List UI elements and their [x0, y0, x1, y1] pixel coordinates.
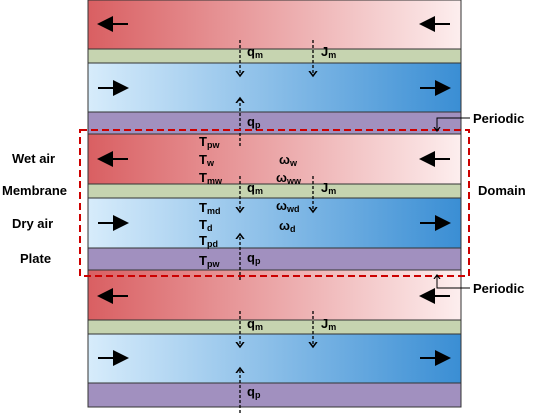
- wet-air-channel-3: [87, 269, 462, 321]
- qp-label: qp: [247, 384, 261, 400]
- membrane-layer-2: [87, 183, 462, 199]
- membrane-layer-1: [87, 48, 462, 64]
- domain-label: Domain: [478, 183, 526, 198]
- wet-air-channel-2: [87, 133, 462, 185]
- tpw-label: Tpw: [199, 134, 220, 150]
- flux-arrows: [240, 40, 313, 413]
- omega-wd-label: ωwd: [276, 198, 300, 214]
- periodic-top-pointer: [437, 117, 470, 131]
- plate-label: Plate: [20, 251, 52, 266]
- domain-boundary: [79, 129, 470, 277]
- td-label: Td: [199, 217, 213, 233]
- dry-air-channel-1: [87, 62, 462, 113]
- tmd-label: Tmd: [199, 200, 221, 216]
- jm-label: Jm: [321, 44, 337, 60]
- qm-label: qm: [247, 316, 263, 332]
- qm-label: qm: [247, 180, 263, 196]
- plate-layer-2: [87, 247, 462, 271]
- qp-label: qp: [247, 114, 261, 130]
- dry-air-channel-3: [87, 333, 462, 384]
- periodic-bottom-label: Periodic: [473, 281, 525, 296]
- omega-ww-label: ωww: [276, 170, 301, 186]
- jm-label: Jm: [321, 180, 337, 196]
- tw-label: Tw: [199, 152, 214, 168]
- tpd-label: Tpd: [199, 233, 218, 249]
- omega-d-label: ωd: [279, 218, 296, 234]
- qm-label: qm: [247, 44, 263, 60]
- layer-stack: [87, 0, 462, 408]
- dry-air-channel-2: [87, 197, 462, 249]
- qp-label: qp: [247, 250, 261, 266]
- membrane-layer-3: [87, 319, 462, 335]
- membrane-label: Membrane: [2, 183, 68, 198]
- periodic-bottom-pointer: [437, 275, 470, 289]
- periodic-top-label: Periodic: [473, 111, 525, 126]
- omega-w-label: ωw: [279, 152, 297, 168]
- jm-label: Jm: [321, 316, 337, 332]
- plate-layer-3: [87, 382, 462, 408]
- wet-air-label: Wet air: [12, 151, 56, 166]
- dry-air-label: Dry air: [12, 216, 54, 231]
- tpw-label: Tpw: [199, 253, 220, 269]
- tmw-label: Tmw: [199, 170, 222, 186]
- flow-arrows: [97, 16, 451, 366]
- periodic-pointers: [437, 117, 470, 289]
- wet-air-channel-1: [87, 0, 462, 50]
